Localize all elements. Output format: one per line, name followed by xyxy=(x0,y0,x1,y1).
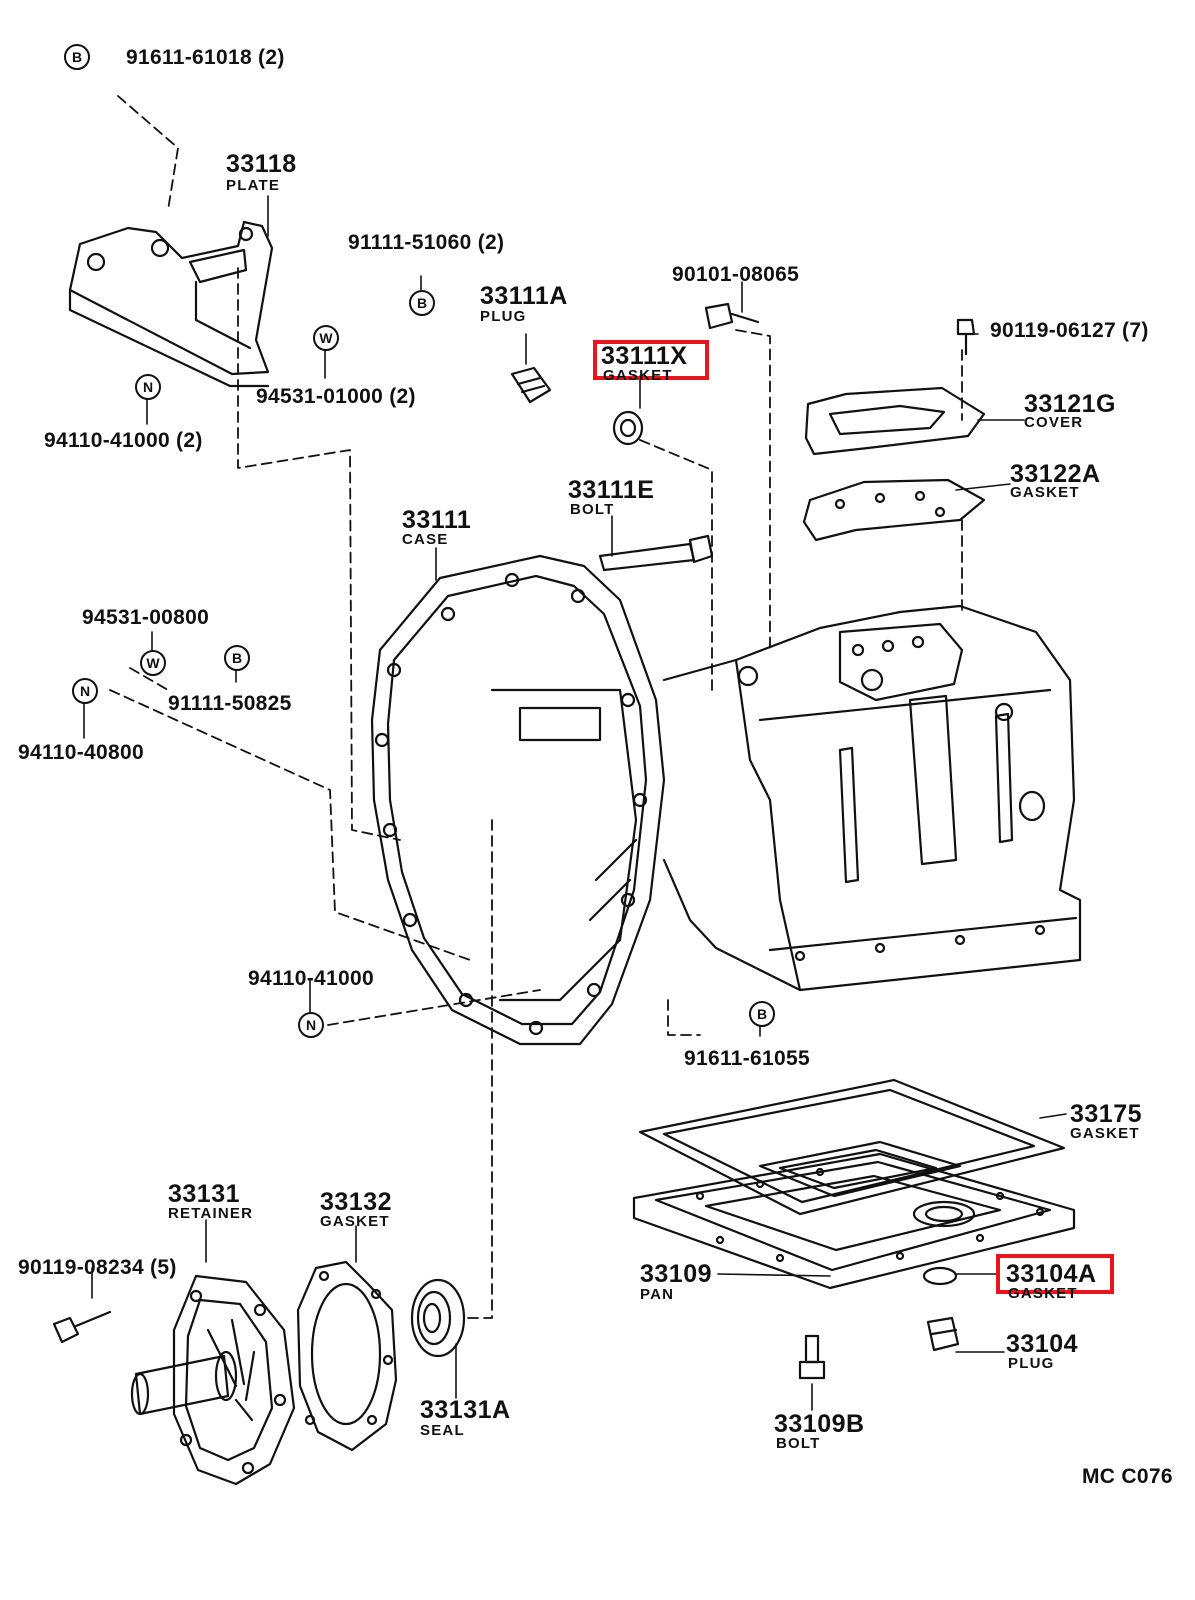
part-number-33111x: 33111X xyxy=(601,342,688,370)
part-name-plate: PLATE xyxy=(226,177,281,194)
mark-w-94531-00800: W xyxy=(140,650,166,676)
part-number-33131a: 33131A xyxy=(420,1396,511,1424)
part-number-94110-41000: 94110-41000 xyxy=(248,967,374,990)
retainer-33131-drawing xyxy=(130,1274,296,1486)
part-number-91611-61055: 91611-61055 xyxy=(684,1047,810,1070)
part-number-33121g: 33121G xyxy=(1024,390,1116,418)
part-name-case: CASE xyxy=(402,531,449,548)
mark-n-94110-40800: N xyxy=(72,678,98,704)
part-name-plug: PLUG xyxy=(480,308,527,325)
hardware-drawing xyxy=(52,302,976,1380)
part-number-94110-41000-2: 94110-41000 (2) xyxy=(44,429,203,452)
part-number-90101-08065: 90101-08065 xyxy=(672,263,800,286)
solid-leader-lines xyxy=(83,195,1067,1411)
part-number-91611-61018: 91611-61018 (2) xyxy=(126,46,285,69)
mark-w-94531-01000: W xyxy=(313,325,339,351)
part-number-33111: 33111 xyxy=(402,506,472,534)
part-number-90119-06127: 90119-06127 (7) xyxy=(990,319,1149,342)
reference-code: MC C076 xyxy=(1082,1465,1173,1488)
cover-and-gasket-drawing xyxy=(802,386,986,542)
part-number-33104: 33104 xyxy=(1006,1330,1079,1358)
part-number-33122a: 33122A xyxy=(1010,460,1101,488)
part-number-33111a: 33111A xyxy=(480,282,568,310)
part-number-33111e: 33111E xyxy=(568,476,655,504)
part-name-bolt-33109b: BOLT xyxy=(776,1435,821,1452)
part-number-94531-00800: 94531-00800 xyxy=(82,606,210,629)
mark-b-91611-61018: B xyxy=(64,44,90,70)
part-name-gasket-33132: GASKET xyxy=(320,1213,390,1230)
part-name-cover: COVER xyxy=(1024,414,1084,431)
mark-b-91111-50825: B xyxy=(224,645,250,671)
part-name-gasket-33122a: GASKET xyxy=(1010,484,1080,501)
plate-33118-drawing xyxy=(68,220,274,388)
part-number-90119-08234: 90119-08234 (5) xyxy=(18,1256,177,1279)
dashed-leader-lines xyxy=(109,95,963,1319)
part-number-33104a: 33104A xyxy=(1006,1260,1097,1288)
part-name-seal: SEAL xyxy=(420,1422,465,1439)
seal-33131a-drawing xyxy=(410,1278,466,1358)
part-number-91111-51060: 91111-51060 (2) xyxy=(348,231,505,254)
part-number-33109: 33109 xyxy=(640,1260,713,1288)
part-number-33175: 33175 xyxy=(1070,1100,1143,1128)
pan-33109-drawing xyxy=(632,1152,1076,1290)
part-number-94110-40800: 94110-40800 xyxy=(18,741,144,764)
part-number-94531-01000: 94531-01000 (2) xyxy=(256,385,416,408)
part-name-bolt-33111e: BOLT xyxy=(570,501,615,518)
part-number-33109b: 33109B xyxy=(774,1410,865,1438)
highlight-box-33111x xyxy=(593,340,709,380)
part-name-gasket-33104a: GASKET xyxy=(1008,1285,1078,1302)
part-name-gasket-33111x: GASKET xyxy=(603,367,673,384)
highlight-box-33104a xyxy=(996,1254,1114,1294)
part-name-gasket-33175: GASKET xyxy=(1070,1125,1140,1142)
part-number-33131: 33131 xyxy=(168,1180,241,1208)
mark-b-91611-61055: B xyxy=(749,1001,775,1027)
mark-n-94110-41000: N xyxy=(298,1012,324,1038)
part-name-retainer: RETAINER xyxy=(168,1205,254,1222)
part-name-pan: PAN xyxy=(640,1286,675,1303)
part-number-91111-50825: 91111-50825 xyxy=(168,692,292,715)
part-number-33118: 33118 xyxy=(226,150,297,178)
mark-n-94110-41000-2: N xyxy=(135,374,161,400)
case-33111-drawing xyxy=(370,554,1082,1046)
part-number-33132: 33132 xyxy=(320,1188,393,1216)
gasket-33175-drawing xyxy=(638,1078,1066,1216)
part-name-plug-33104: PLUG xyxy=(1008,1355,1055,1372)
mark-b-91111-51060: B xyxy=(409,290,435,316)
gasket-33132-drawing xyxy=(296,1260,398,1452)
